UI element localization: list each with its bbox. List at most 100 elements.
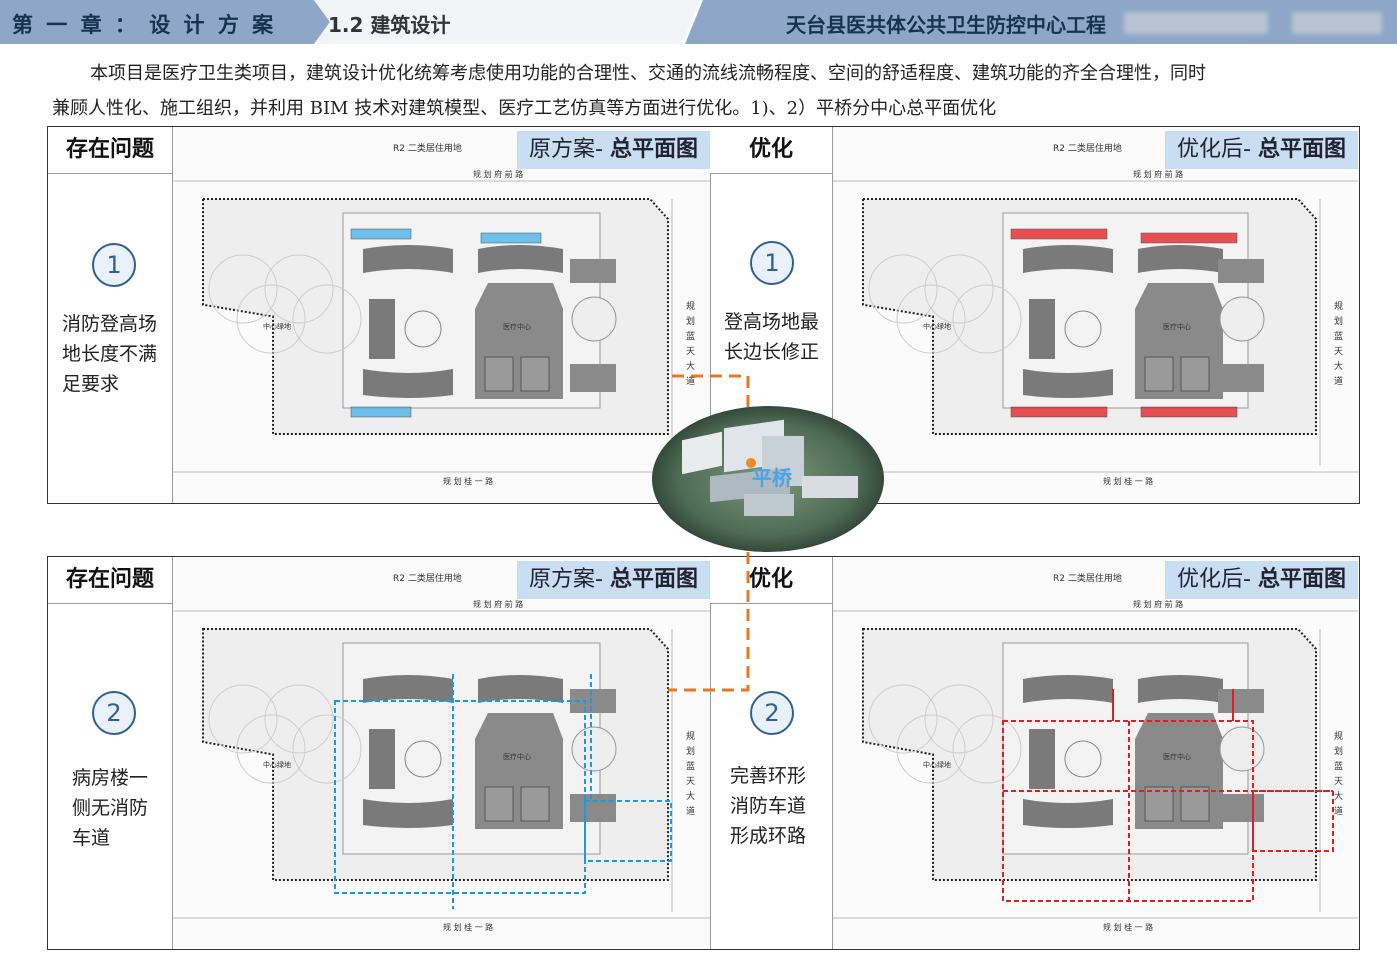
redacted-block <box>1124 12 1268 34</box>
issue-text: 消防登高场地长度不满足要求 <box>62 313 158 395</box>
fire-lane-loop <box>584 800 672 862</box>
building-label: 医疗中心 <box>503 322 531 331</box>
fire-access-zone <box>350 228 412 240</box>
fire-access-zone <box>1140 406 1238 418</box>
road-label-east: 天 <box>1334 777 1343 787</box>
fire-access-zone <box>350 406 412 418</box>
ward-block-north <box>1023 675 1113 703</box>
connector-block <box>1029 729 1055 789</box>
road-label-north: 规 划 府 前 路 <box>1133 169 1183 179</box>
fire-access-zone <box>1010 406 1108 418</box>
header-right-band <box>685 0 1397 44</box>
intro-paragraph: 本项目是医疗卫生类项目，建筑设计优化统筹考虑使用功能的合理性、交通的流线流畅程度… <box>52 56 1352 126</box>
ward-block-north-east <box>1138 675 1223 703</box>
road-label-east: 蓝 <box>1334 760 1343 772</box>
road-label-east: 天 <box>686 777 695 787</box>
road-label-east: 规 <box>686 731 695 742</box>
road-label-east: 道 <box>686 375 695 387</box>
road-label-north: 规 划 府 前 路 <box>473 599 523 609</box>
courtyard-circle <box>1064 740 1102 778</box>
road-label-north: 规 划 府 前 路 <box>1133 599 1183 609</box>
road-label-east: 划 <box>1334 315 1343 327</box>
land-use-label: R2 二类居住用地 <box>1053 572 1122 584</box>
ward-block-north-east <box>1138 245 1223 273</box>
courtyard-circle <box>1064 310 1102 348</box>
road-label-east: 天 <box>1334 347 1343 357</box>
road-label-north: 规 划 府 前 路 <box>473 169 523 179</box>
optimized-plan-label: 优化后- 总平面图 <box>1165 131 1358 169</box>
issue-header: 存在问题 <box>48 557 172 604</box>
building-label: 医疗中心 <box>1163 752 1191 761</box>
road-label-east: 划 <box>1334 745 1343 757</box>
green-label: 中心绿地 <box>923 760 951 769</box>
ward-block-north-east <box>478 245 563 273</box>
chapter-title: 第 一 章 ： 设 计 方 案 <box>12 13 277 37</box>
render-label: 平桥 <box>752 466 792 490</box>
landscape-circle <box>868 684 938 754</box>
annex-block <box>520 356 550 392</box>
header-bar: 第 一 章 ： 设 计 方 案 1.2 建筑设计 天台县医共体公共卫生防控中心工… <box>0 0 1397 44</box>
road-label-east: 道 <box>686 805 695 817</box>
green-label: 中心绿地 <box>923 321 951 330</box>
ward-block-south <box>1023 369 1113 398</box>
ward-block-south <box>1023 799 1113 828</box>
public-health-block <box>1218 364 1264 392</box>
annex-block <box>484 356 514 392</box>
land-use-label: R2 二类居住用地 <box>393 142 462 154</box>
landscape-circle <box>896 284 966 354</box>
opt-header: 优化 <box>710 557 832 604</box>
land-use-label: R2 二类居住用地 <box>1053 142 1122 154</box>
road-label-east: 大 <box>1334 790 1343 802</box>
green-label: 中心绿地 <box>263 760 291 769</box>
landscape-circle <box>868 254 938 324</box>
road-label-east: 蓝 <box>686 760 695 772</box>
ward-block-north-east <box>478 675 563 703</box>
landscape-circle <box>896 714 966 784</box>
ward-block-north <box>363 675 453 703</box>
building-label: 医疗中心 <box>1163 322 1191 331</box>
landscape-circle <box>236 714 306 784</box>
annex-block <box>484 786 514 822</box>
header-left-band <box>0 0 330 44</box>
annex-block <box>1180 356 1210 392</box>
optimization-panel-1: 存在问题 优化 1 消防登高场地长度不满足要求 1 登高场地最长边长修正 医疗中… <box>47 126 1360 504</box>
road-label-east: 规 <box>1334 301 1343 312</box>
courtyard-circle <box>404 310 442 348</box>
opt-text: 完善环形消防车道形成环路 <box>730 765 807 847</box>
public-health-block <box>1218 794 1264 822</box>
annex-block <box>520 786 550 822</box>
issue-text: 病房楼一侧无消防车道 <box>72 767 149 849</box>
number-badge: 2 <box>750 691 794 735</box>
connector-block <box>369 299 395 359</box>
road-label-east: 道 <box>1334 375 1343 387</box>
number-badge: 2 <box>92 691 136 735</box>
ward-block-north <box>1023 245 1113 273</box>
landscape-circle <box>292 714 362 784</box>
plaza-circle <box>571 296 617 342</box>
ward-block-south <box>363 369 453 398</box>
road-label-east: 蓝 <box>1334 330 1343 342</box>
road-label-south: 规 划 桂 一 路 <box>1103 922 1153 932</box>
original-plan-label: 原方案- 总平面图 <box>517 561 710 599</box>
project-title: 天台县医共体公共卫生防控中心工程 <box>786 13 1106 37</box>
number-badge: 1 <box>750 241 794 285</box>
landscape-circle <box>236 284 306 354</box>
header-mid-band <box>314 0 700 44</box>
landscape-circle <box>952 284 1022 354</box>
opt-header: 优化 <box>710 127 832 174</box>
road-label-east: 天 <box>686 347 695 357</box>
plaza-circle <box>1219 296 1265 342</box>
courtyard-circle <box>404 740 442 778</box>
public-health-block <box>570 259 616 283</box>
road-label-south: 规 划 桂 一 路 <box>443 476 493 486</box>
landscape-circle <box>952 714 1022 784</box>
plaza-circle <box>571 726 617 772</box>
public-health-block <box>1218 689 1264 713</box>
road-label-east: 划 <box>686 315 695 327</box>
intro-line: 兼顾人性化、施工组织，并利用 BIM 技术对建筑模型、医疗工艺仿真等方面进行优化… <box>52 98 997 119</box>
landscape-circle <box>264 684 334 754</box>
landscape-circle <box>924 684 994 754</box>
